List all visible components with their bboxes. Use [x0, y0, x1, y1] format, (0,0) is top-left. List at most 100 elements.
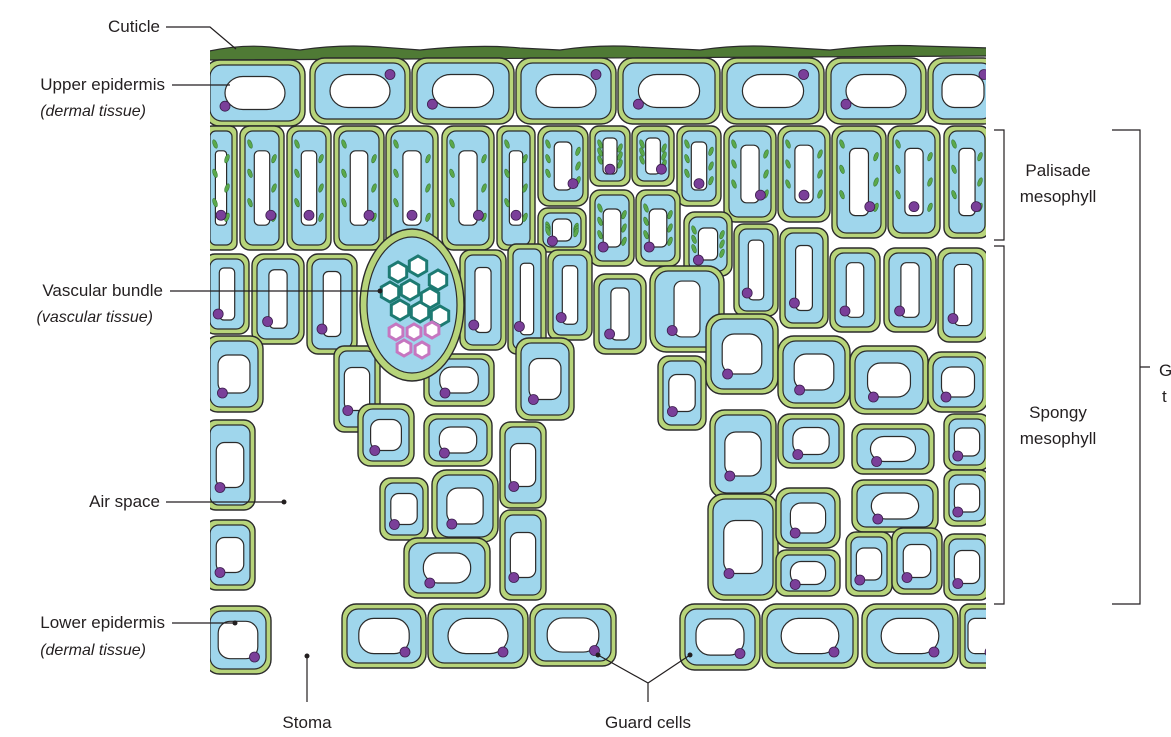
- nucleus: [469, 320, 479, 330]
- spongy-cell: [205, 254, 249, 334]
- lower-epidermis-cell: [205, 606, 271, 674]
- nucleus: [742, 288, 752, 298]
- spongy-cell: [944, 534, 990, 600]
- spongy-cell: [658, 356, 706, 430]
- guard-cell: [530, 604, 616, 666]
- upper-epidermis-cell: [928, 58, 998, 124]
- spongy-cell: [944, 414, 990, 470]
- nucleus: [667, 326, 677, 336]
- label-vascular-bundle-sub: (vascular tissue): [37, 309, 153, 326]
- upper-epidermis-cell: [516, 58, 616, 124]
- palisade-cell: [442, 126, 494, 250]
- nucleus: [220, 101, 230, 111]
- nucleus: [790, 580, 800, 590]
- nucleus: [266, 210, 276, 220]
- spongy-cell: [780, 228, 828, 328]
- spongy-cell: [778, 414, 844, 468]
- nucleus: [514, 322, 524, 332]
- nucleus: [547, 236, 557, 246]
- upper-epidermis-cell: [826, 58, 926, 124]
- spongy-cell: [710, 410, 776, 498]
- spongy-cell: [252, 254, 304, 344]
- nucleus: [263, 317, 273, 327]
- nucleus: [789, 298, 799, 308]
- palisade-cell: [240, 126, 284, 250]
- spongy-cell: [776, 550, 840, 596]
- nucleus: [795, 385, 805, 395]
- nucleus: [498, 647, 508, 657]
- spongy-cell: [500, 510, 546, 600]
- cuticle-line: [166, 27, 236, 49]
- nucleus: [473, 210, 483, 220]
- nucleus: [725, 471, 735, 481]
- palisade-cell: [832, 126, 886, 238]
- label-palisade-1: Palisade: [1025, 161, 1090, 180]
- nucleus: [693, 255, 703, 265]
- nucleus: [556, 313, 566, 323]
- nucleus: [407, 210, 417, 220]
- spongy-cell: [500, 422, 546, 508]
- nucleus: [216, 210, 226, 220]
- spongy-cell: [830, 248, 880, 332]
- label-vascular-bundle: Vascular bundle: [42, 281, 163, 300]
- nucleus: [528, 395, 538, 405]
- spongy-cell: [938, 248, 988, 342]
- label-air-space: Air space: [89, 492, 160, 511]
- label-lower-epidermis: Lower epidermis: [40, 613, 165, 632]
- spongy-cell: [884, 248, 936, 332]
- spongy-cell: [852, 424, 934, 474]
- palisade-cell: [888, 126, 940, 238]
- spongy-cell: [708, 494, 778, 600]
- palisade-cell: [590, 190, 634, 266]
- nucleus: [895, 306, 905, 316]
- nucleus: [694, 179, 704, 189]
- nucleus: [213, 309, 223, 319]
- label-ground-2: t: [1162, 387, 1167, 406]
- nucleus: [605, 164, 615, 174]
- nucleus: [217, 388, 227, 398]
- nucleus: [799, 70, 809, 80]
- palisade-cell: [497, 126, 535, 250]
- palisade-cell: [538, 208, 586, 252]
- guard-cells-line: [598, 655, 690, 702]
- nucleus: [425, 578, 435, 588]
- nucleus: [953, 451, 963, 461]
- nucleus: [370, 446, 380, 456]
- palisade-cell: [724, 126, 776, 222]
- label-ground-1: G: [1159, 361, 1171, 380]
- nucleus: [868, 392, 878, 402]
- palisade-cell: [778, 126, 830, 222]
- nucleus: [855, 575, 865, 585]
- nucleus: [250, 652, 260, 662]
- nucleus: [724, 569, 734, 579]
- nucleus: [799, 190, 809, 200]
- nucleus: [317, 324, 327, 334]
- nucleus: [829, 647, 839, 657]
- nucleus: [304, 210, 314, 220]
- spongy-cell: [516, 338, 574, 420]
- nucleus: [793, 450, 803, 460]
- nucleus: [902, 573, 912, 583]
- spongy-cell: [432, 470, 498, 542]
- nucleus: [215, 483, 225, 493]
- nucleus: [440, 388, 450, 398]
- spongy-cell: [944, 470, 990, 526]
- spongy-cell: [706, 314, 778, 394]
- upper-epidermis-cell: [205, 60, 305, 126]
- spongy-cell: [205, 336, 263, 412]
- nucleus: [841, 99, 851, 109]
- spongy-cell: [850, 346, 928, 414]
- nucleus: [656, 164, 666, 174]
- nucleus: [439, 448, 449, 458]
- spongy-cell: [460, 250, 506, 350]
- nucleus: [840, 306, 850, 316]
- nucleus: [605, 329, 615, 339]
- nucleus: [941, 392, 951, 402]
- nucleus: [971, 202, 981, 212]
- nucleus: [979, 70, 989, 80]
- upper-epidermis-cell: [618, 58, 720, 124]
- label-cuticle: Cuticle: [108, 17, 160, 36]
- label-guard-cells: Guard cells: [605, 713, 691, 732]
- ground-tissue-bracket: [1112, 130, 1150, 604]
- nucleus: [598, 242, 608, 252]
